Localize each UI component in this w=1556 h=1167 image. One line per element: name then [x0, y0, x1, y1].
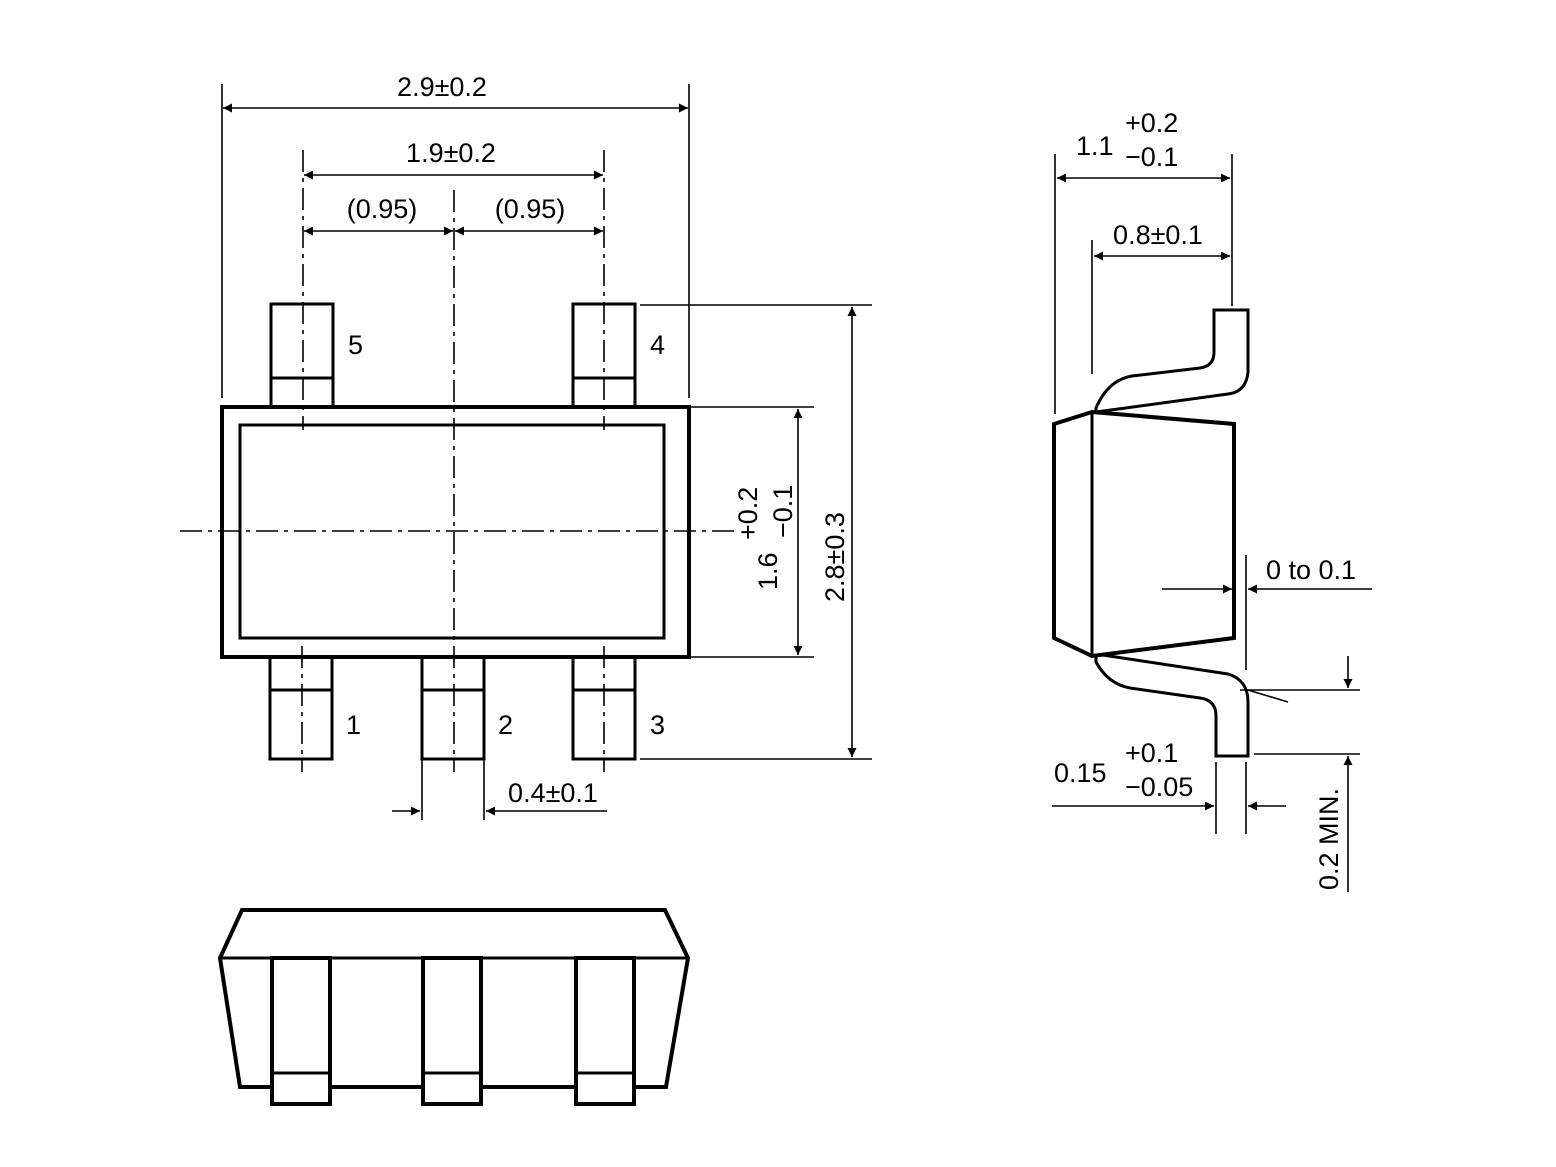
side-lead-lower: [1094, 652, 1250, 758]
dim-pitch: (0.95) (0.95): [304, 194, 603, 236]
dim-height: 1.1 +0.2 −0.1: [1054, 108, 1233, 414]
pin-label-1: 1: [346, 710, 361, 740]
top-view: 5 4 1 2 3 2.9±0.2 1.9±0.2 (0.95) (0.95): [180, 72, 872, 820]
pin-label-4: 4: [650, 330, 665, 360]
front-view: [217, 908, 691, 1106]
front-lead-3: [574, 956, 636, 1106]
dim-overall-width-label: 2.8±0.3: [820, 512, 850, 602]
lead-1: [268, 654, 334, 761]
dim-standoff-label: 0 to 0.1: [1266, 555, 1356, 585]
dim-lead-width: 0.4±0.1: [392, 760, 607, 820]
dim-body-height: 0.8±0.1: [1091, 220, 1230, 374]
dim-lead-thickness: 0.15 +0.1 −0.05: [1052, 738, 1286, 834]
lead-5: [269, 302, 335, 410]
dim-body-width: 1.6 +0.2 −0.1: [690, 406, 814, 658]
pin-label-3: 3: [650, 710, 665, 740]
dim-lead-span-label: 1.9±0.2: [406, 138, 496, 168]
dim-lead-thickness-base: 0.15: [1054, 758, 1107, 788]
dim-body-height-label: 0.8±0.1: [1113, 220, 1203, 250]
dim-height-base: 1.1: [1076, 131, 1114, 161]
dim-height-plus: +0.2: [1125, 108, 1178, 138]
dim-lead-span: 1.9±0.2: [304, 138, 603, 180]
pin-label-5: 5: [348, 330, 363, 360]
front-lead-2: [421, 956, 483, 1106]
package-body: [220, 405, 691, 659]
dim-foot-length: 0.2 MIN.: [1240, 656, 1360, 892]
dim-body-width-plus: +0.2: [733, 487, 763, 540]
dim-lead-thickness-minus: −0.05: [1125, 772, 1193, 802]
dim-body-width-base: 1.6: [753, 552, 783, 590]
dim-foot-length-label: 0.2 MIN.: [1314, 788, 1344, 890]
dim-height-minus: −0.1: [1125, 142, 1178, 172]
dim-pitch-left-label: (0.95): [347, 194, 418, 224]
dim-overall-length-label: 2.9±0.2: [397, 72, 487, 102]
dim-overall-width: 2.8±0.3: [640, 304, 872, 760]
dim-body-width-minus: −0.1: [768, 485, 798, 538]
dim-lead-width-label: 0.4±0.1: [508, 778, 598, 808]
pin-label-2: 2: [498, 710, 513, 740]
side-view: 1.1 +0.2 −0.1 0.8±0.1 0 to 0.1 0.15 +0.1…: [1052, 108, 1372, 892]
lead-2: [420, 654, 486, 761]
side-view-body: [1052, 409, 1236, 659]
front-lead-1: [270, 956, 332, 1106]
side-lead-upper: [1094, 308, 1250, 414]
dim-lead-thickness-plus: +0.1: [1125, 738, 1178, 768]
dim-standoff: 0 to 0.1: [1162, 555, 1372, 670]
dim-overall-length: 2.9±0.2: [221, 72, 690, 398]
dim-pitch-right-label: (0.95): [495, 194, 566, 224]
